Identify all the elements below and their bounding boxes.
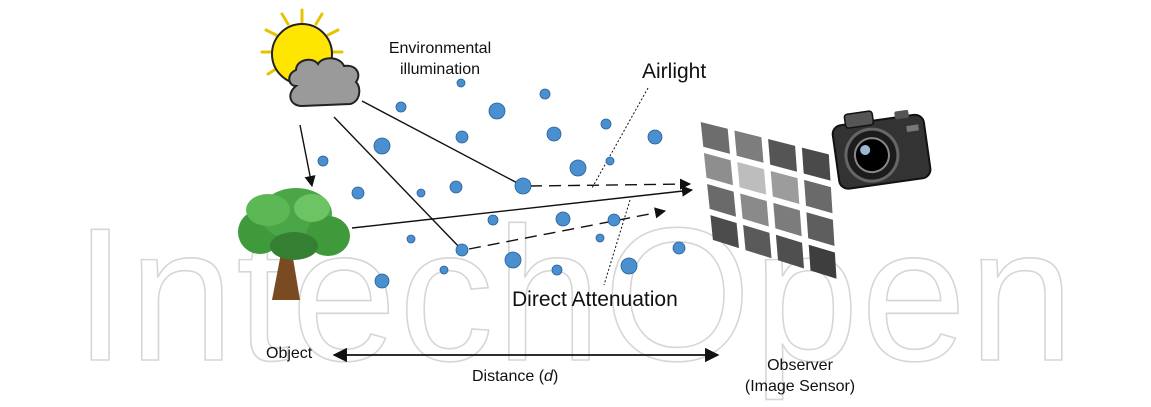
particle [647, 129, 663, 145]
particle [351, 186, 365, 200]
sensor-pixel [768, 139, 797, 172]
sensor-pixel [743, 224, 772, 259]
airlight-label: Airlight [642, 60, 707, 83]
sensor-pixel [806, 212, 835, 246]
particle [395, 101, 407, 113]
ray-sun-to-particle-lower [333, 116, 463, 251]
sensor-pixel [801, 147, 831, 181]
particle [514, 177, 532, 195]
particle [607, 213, 621, 227]
sensor-pixel [740, 193, 769, 227]
particle [455, 130, 469, 144]
image-sensor-grid [700, 122, 837, 279]
particle [449, 180, 463, 194]
tree-icon [238, 188, 350, 300]
observer-line-1: Observer [767, 357, 833, 374]
particle [488, 102, 506, 120]
particle [373, 137, 391, 155]
particle [569, 159, 587, 177]
ray-tree-direct [351, 185, 694, 229]
ray-airlight-lower [468, 207, 667, 250]
sensor-pixel [775, 234, 804, 269]
label-pointers [591, 87, 649, 286]
sensor-pixel [700, 122, 730, 154]
environmental-illumination-label: Environmental illumination [365, 38, 515, 80]
particle [317, 155, 329, 167]
particle [504, 251, 522, 269]
particle [439, 265, 449, 275]
ray-sun-to-tree [299, 124, 316, 188]
ray-sun-to-particle-upper [361, 100, 524, 187]
particle [600, 118, 612, 130]
direct-attenuation-label: Direct Attenuation [512, 288, 678, 311]
sensor-pixel [734, 130, 764, 163]
pointer-direct-attenuation [603, 199, 631, 286]
sensor-pixel [808, 244, 837, 279]
camera-icon [831, 109, 932, 190]
particle [455, 243, 469, 257]
aerosol-particles [317, 78, 686, 289]
particle [456, 78, 466, 88]
distance-prefix: Distance ( [472, 368, 545, 385]
pointer-airlight [591, 87, 649, 189]
particle [672, 241, 686, 255]
distance-label: Distance (d) [472, 366, 558, 387]
illumination-line-2: illumination [399, 61, 481, 78]
sensor-pixel [703, 153, 733, 186]
particle [416, 188, 426, 198]
particle [551, 264, 563, 276]
sensor-pixel [773, 202, 802, 237]
observer-label: Observer (Image Sensor) [710, 355, 890, 397]
particle [605, 156, 615, 166]
ray-airlight-upper [529, 178, 692, 190]
sensor-pixel [710, 215, 739, 249]
particle [620, 257, 638, 275]
distance-suffix: ) [552, 368, 559, 385]
distance-variable: d [544, 368, 553, 385]
particle [595, 233, 605, 243]
light-rays [299, 100, 694, 251]
particle [374, 273, 390, 289]
particle [555, 211, 571, 227]
object-label: Object [266, 345, 313, 362]
particle [406, 234, 416, 244]
sensor-pixel [737, 162, 767, 195]
particle [487, 214, 499, 226]
particle [539, 88, 551, 100]
sensor-pixel [707, 184, 736, 217]
sensor-pixel [770, 171, 800, 204]
cloud-icon [288, 57, 361, 108]
observer-line-2: (Image Sensor) [744, 378, 856, 395]
illumination-line-1: Environmental [388, 40, 492, 57]
particle [546, 126, 562, 142]
sensor-pixel [804, 179, 833, 214]
